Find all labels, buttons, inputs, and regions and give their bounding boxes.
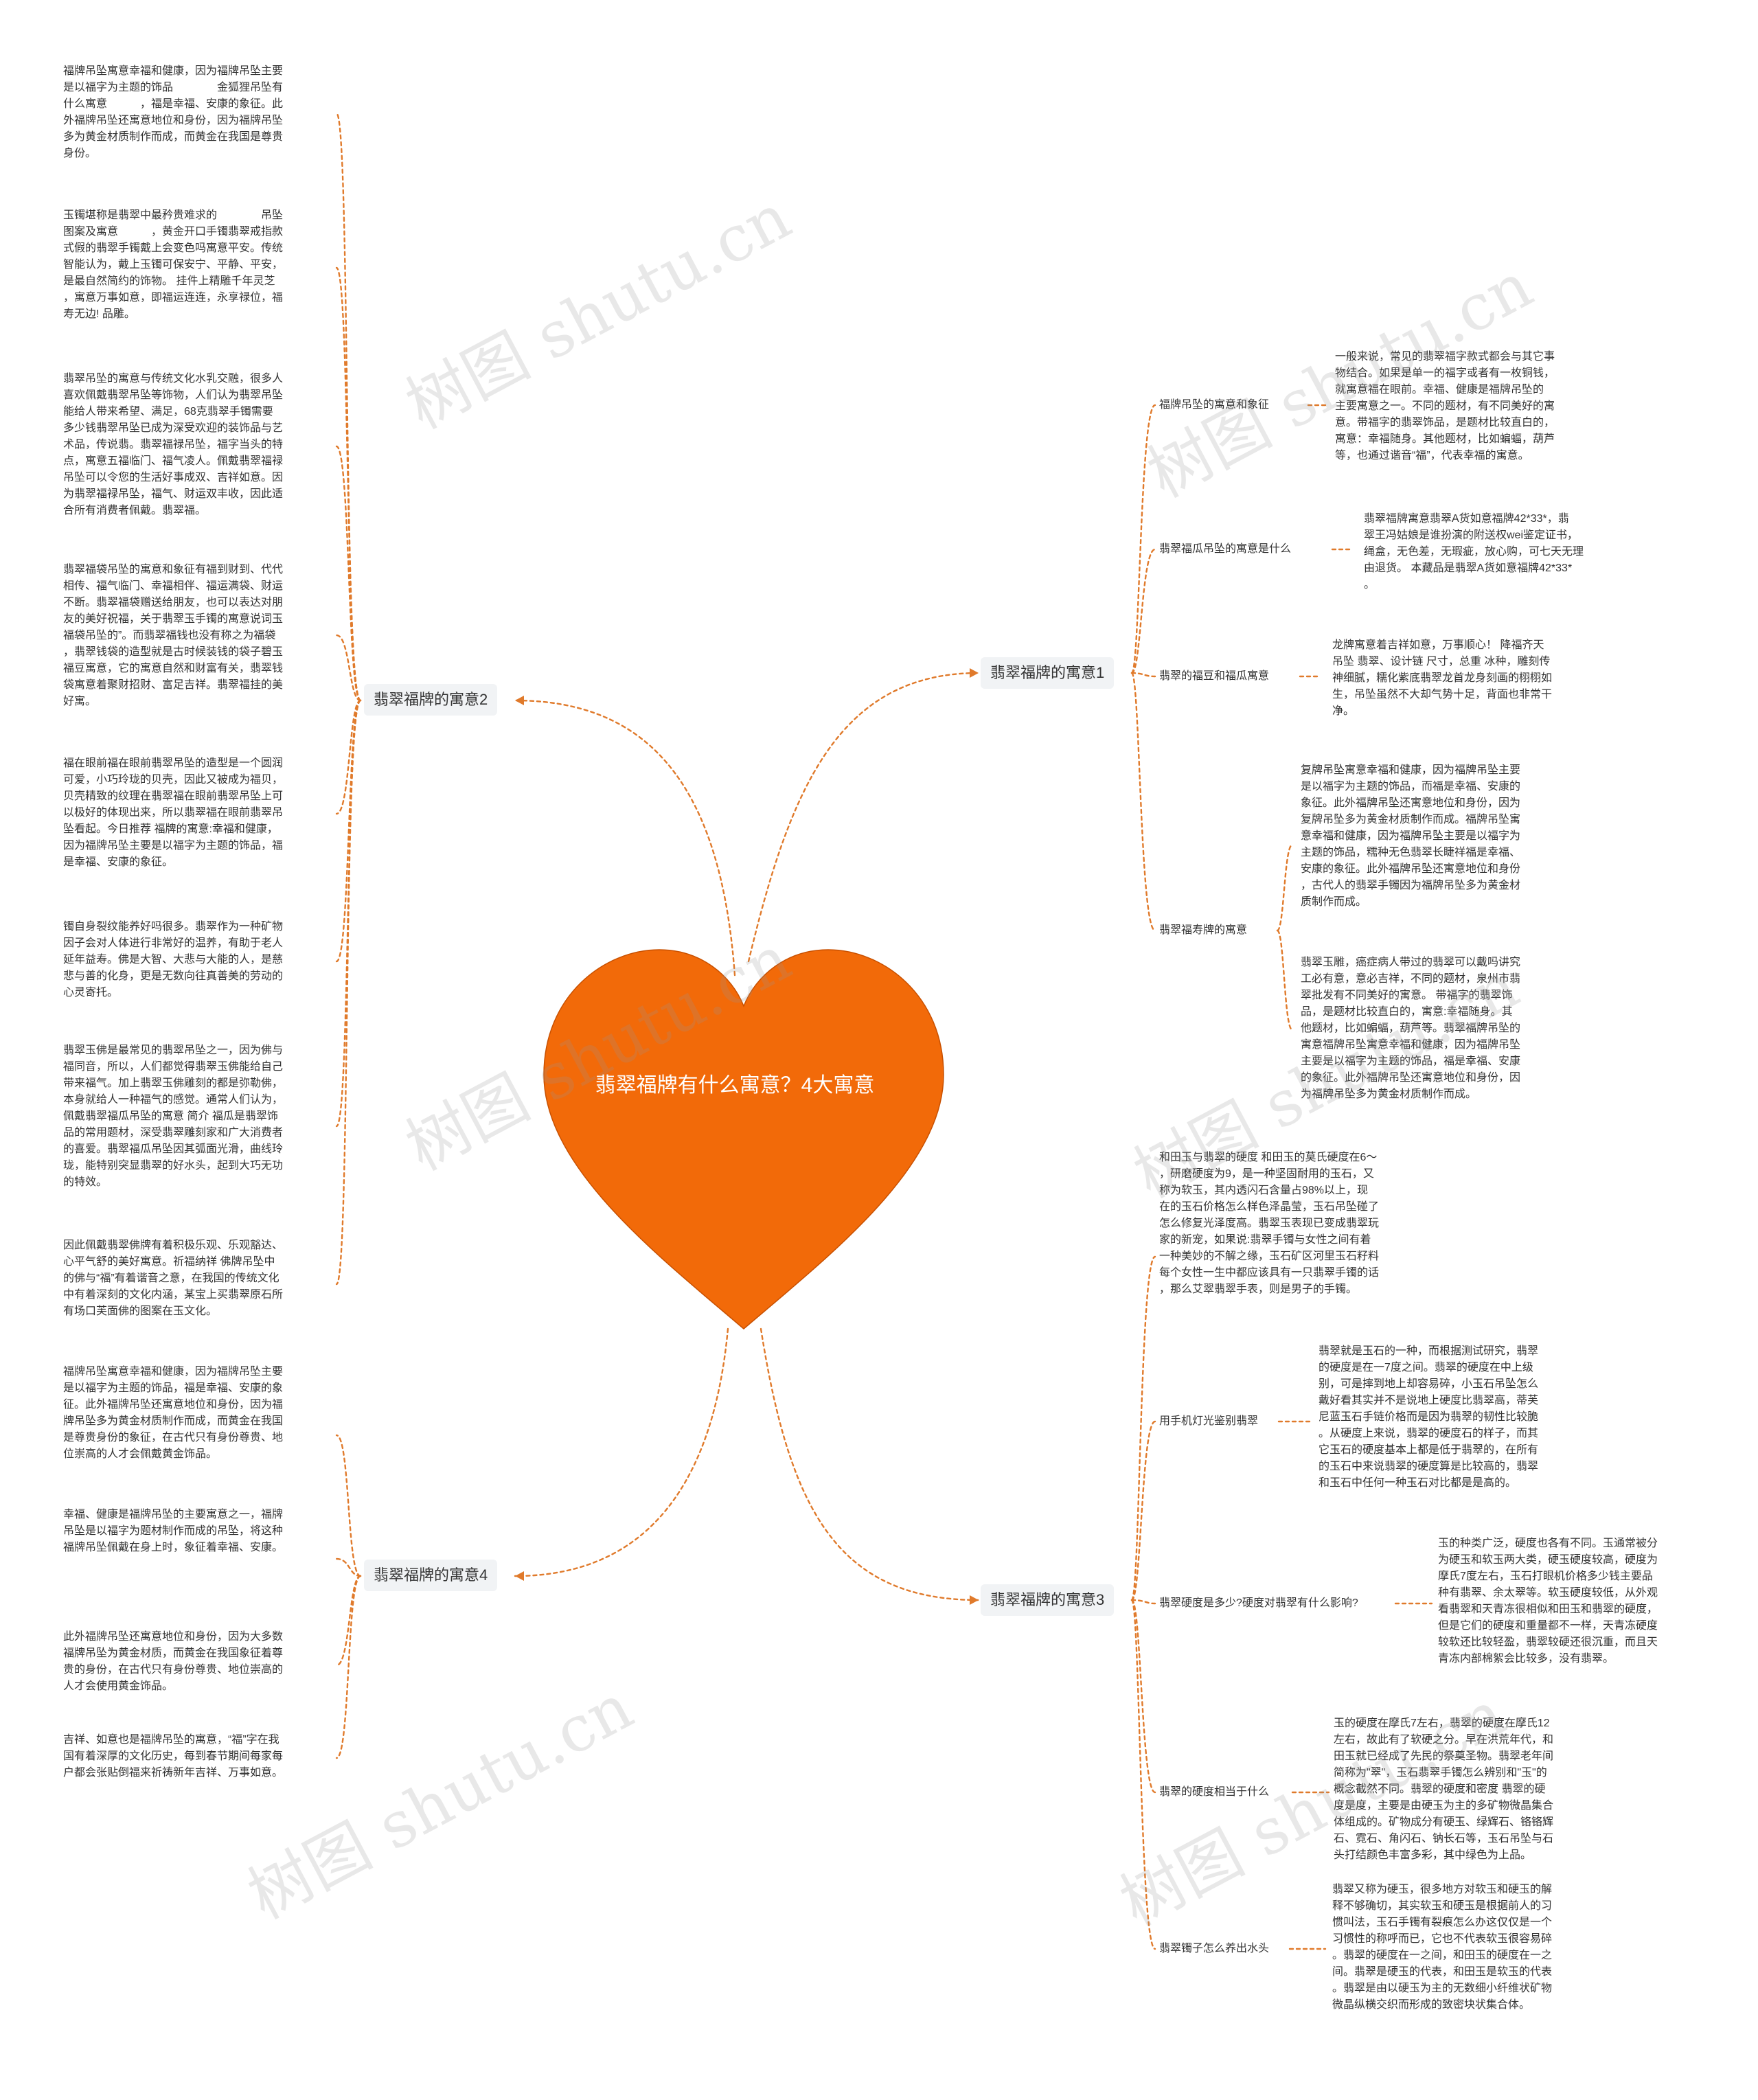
branch-meaning-3[interactable]: 翡翠福牌的寓意3 — [981, 1584, 1115, 1616]
note-hardness-equivalent: 玉的硬度在摩氏7左右，翡翠的硬度在摩氏12 左右，故此有了软硬之分。早在洪荒年代… — [1334, 1717, 1554, 1861]
note-longevity-plaque-2: 翡翠玉雕，癌症病人带过的翡翠可以戴吗讲究 工必有意，意必吉祥，不同的题材，泉州市… — [1301, 957, 1521, 1100]
center-topic[interactable]: 翡翠福牌有什么寓意？4大寓意 — [595, 1074, 875, 1097]
note-hardness-compare: 和田玉与翡翠的硬度 和田玉的莫氏硬度在6～ ，研磨硬度为9，是一种坚固耐用的玉石… — [1159, 1152, 1380, 1295]
topic-hardness-equivalent[interactable]: 翡翠的硬度相当于什么 — [1159, 1786, 1270, 1798]
note-branch2-8: 因此佩戴翡翠佛牌有着积极乐观、乐观豁达、 心平气舒的美好寓意。祈福纳祥 佛牌吊坠… — [63, 1240, 284, 1317]
topic-phone-light[interactable]: 用手机灯光鉴别翡翠 — [1159, 1415, 1259, 1427]
topic-longevity-plaque[interactable]: 翡翠福寿牌的寓意 — [1159, 924, 1248, 936]
note-branch2-3: 翡翠吊坠的寓意与传统文化水乳交融，很多人 喜欢佩戴翡翠吊坠等饰物，人们认为翡翠吊… — [63, 373, 284, 516]
note-branch4-3: 此外福牌吊坠还寓意地位和身份，因为大多数 福牌吊坠为黄金材质，而黄金在我国象征着… — [63, 1631, 284, 1692]
note-bangle-water: 翡翠又称为硬玉，很多地方对软玉和硬玉的解 释不够确切，其实软玉和硬玉是根据前人的… — [1332, 1884, 1553, 2011]
note-pendant-meaning: 一般来说，常见的翡翠福字款式都会与其它事 物结合。如果是单一的福字或者有一枚铜钱… — [1335, 351, 1555, 461]
note-branch4-4: 吉祥、如意也是福牌吊坠的寓意，“福”字在我 国有着深厚的文化历史，每到春节期间每… — [63, 1734, 284, 1779]
topic-bangle-water[interactable]: 翡翠镯子怎么养出水头 — [1159, 1943, 1270, 1954]
note-branch2-2: 玉镯堪称是翡翠中最矜贵难求的 吊坠 图案及寓意 ，黄金开口手镯翡翠戒指款 式假的… — [63, 209, 284, 320]
topic-hardness-effect[interactable]: 翡翠硬度是多少?硬度对翡翠有什么影响? — [1159, 1597, 1358, 1609]
note-branch4-2: 幸福、健康是福牌吊坠的主要寓意之一，福牌 吊坠是以福字为题材制作而成的吊坠，将这… — [63, 1509, 284, 1553]
topic-melon-pendant[interactable]: 翡翠福瓜吊坠的寓意是什么 — [1159, 543, 1292, 555]
branch-meaning-1[interactable]: 翡翠福牌的寓意1 — [981, 657, 1115, 689]
topic-pendant-meaning[interactable]: 福牌吊坠的寓意和象征 — [1159, 399, 1270, 411]
note-branch2-1: 福牌吊坠寓意幸福和健康，因为福牌吊坠主要 是以福字为主题的饰品 金狐狸吊坠有 什… — [63, 65, 284, 159]
note-branch2-4: 翡翠福袋吊坠的寓意和象征有福到财到、代代 相传、福气临门、幸福相伴、福运满袋、财… — [63, 564, 284, 707]
note-branch4-1: 福牌吊坠寓意幸福和健康，因为福牌吊坠主要 是以福字为主题的饰品，福是幸福、安康的… — [63, 1366, 284, 1460]
note-melon-pendant: 翡翠福牌寓意翡翠A货如意福牌42*33*，翡 翠王冯姑娘是谁扮演的附送权wei鉴… — [1364, 513, 1584, 591]
note-longevity-plaque-1: 复牌吊坠寓意幸福和健康，因为福牌吊坠主要 是以福字为主题的饰品，而福是幸福、安康… — [1301, 764, 1521, 908]
topic-bean-melon[interactable]: 翡翠的福豆和福瓜寓意 — [1159, 670, 1270, 682]
note-bean-melon: 龙牌寓意着吉祥如意，万事顺心！ 降福齐天 吊坠 翡翠、设计链 尺寸，总重 冰种，… — [1332, 639, 1553, 717]
branch-meaning-2[interactable]: 翡翠福牌的寓意2 — [364, 684, 498, 716]
note-branch2-7: 翡翠玉佛是最常见的翡翠吊坠之一，因为佛与 福同音，所以，人们都觉得翡翠玉佛能给自… — [63, 1045, 284, 1188]
note-branch2-6: 镯自身裂纹能养好吗很多。翡翠作为一种矿物 因子会对人体进行非常好的温养，有助于老… — [63, 921, 284, 998]
note-phone-light: 翡翠就是玉石的一种，而根据测试研究，翡翠 的硬度是在一7度之间。翡翠的硬度在中上… — [1318, 1345, 1539, 1489]
branch-meaning-4[interactable]: 翡翠福牌的寓意4 — [364, 1560, 498, 1591]
note-hardness-effect: 玉的种类广泛，硬度也各有不同。玉通常被分 为硬玉和软玉两大类，硬玉硬度较高，硬度… — [1438, 1538, 1658, 1665]
note-branch2-5: 福在眼前福在眼前翡翠吊坠的造型是一个圆润 可爱，小巧玲珑的贝壳，因此又被成为福贝… — [63, 757, 284, 868]
